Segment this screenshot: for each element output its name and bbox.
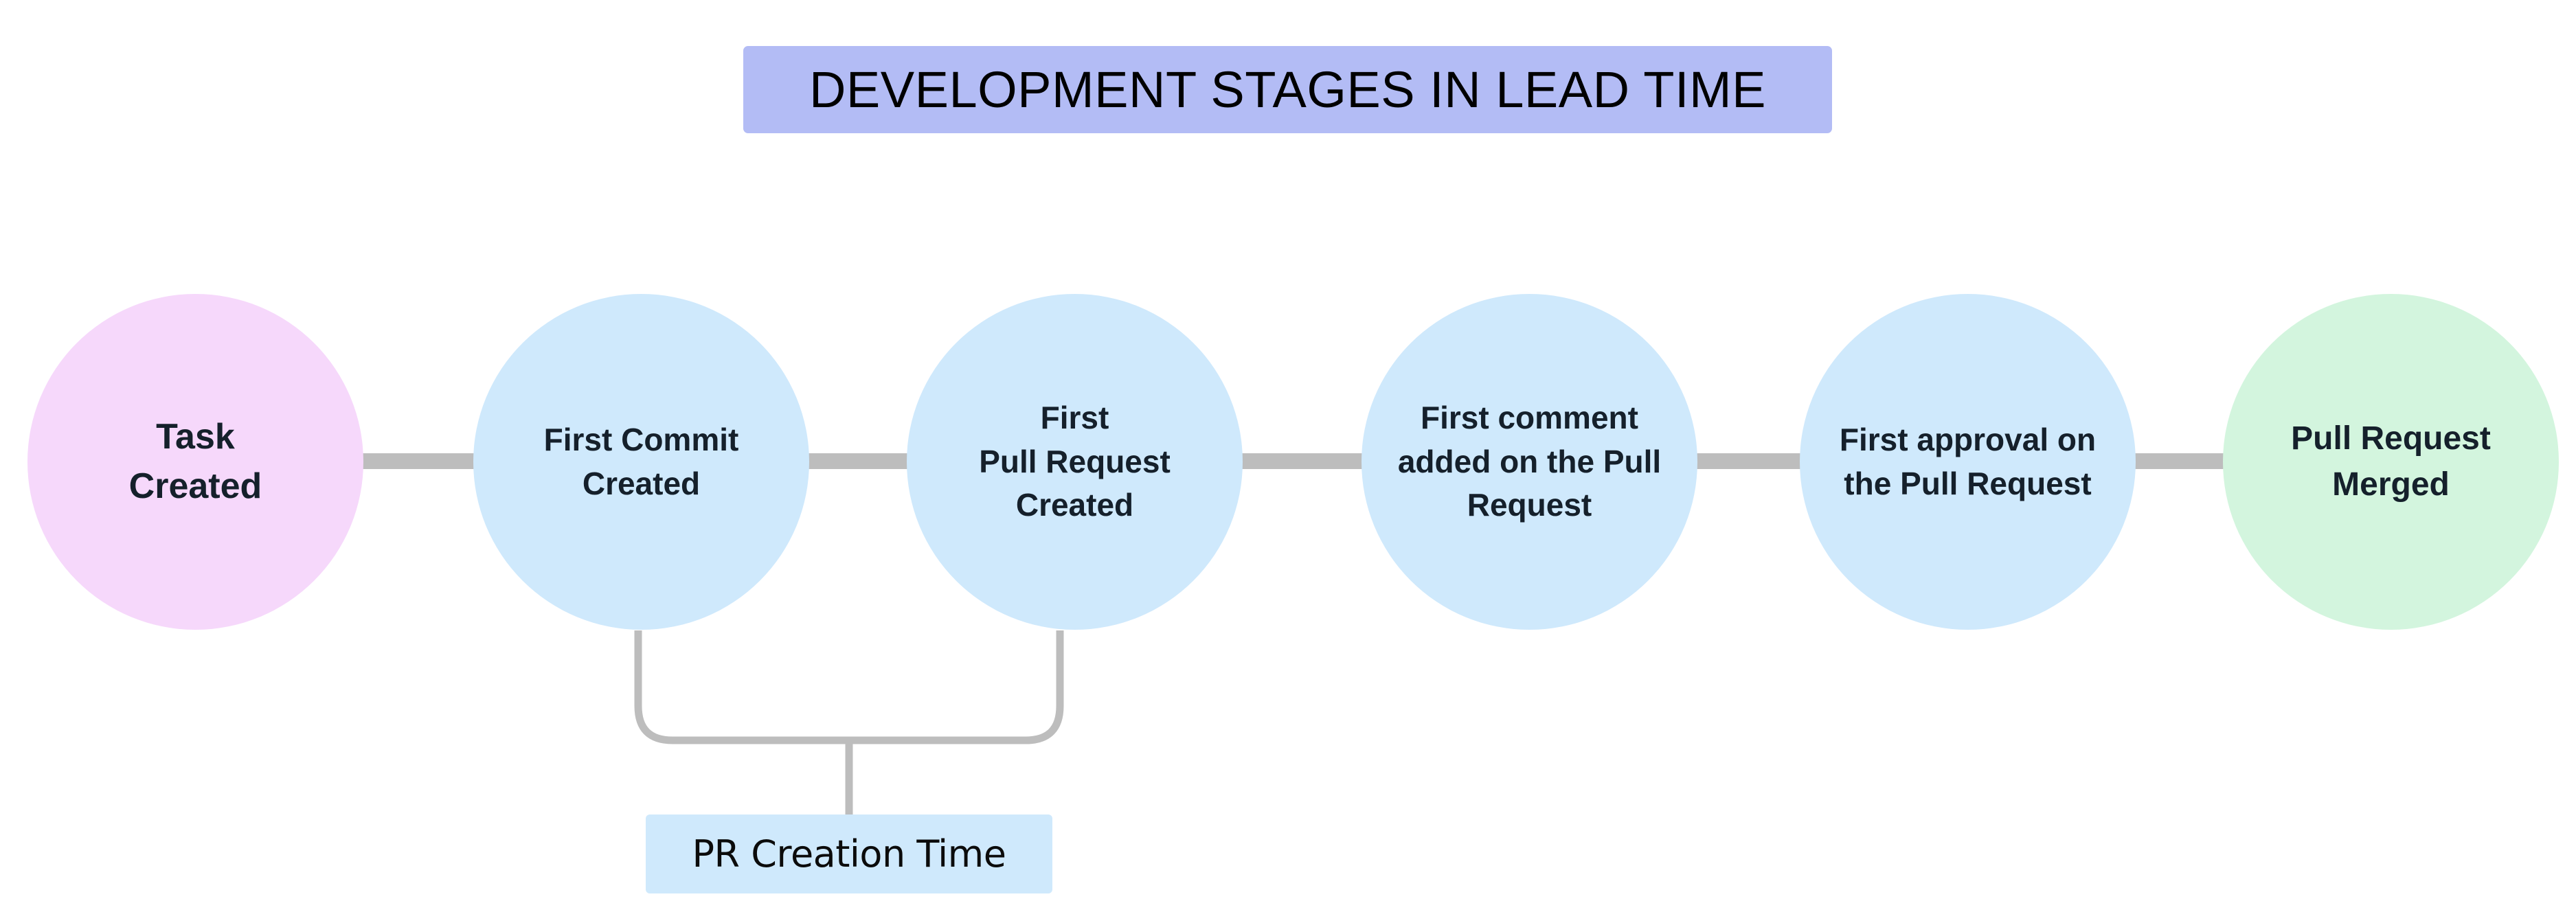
stage-label: First approval on the Pull Request bbox=[1839, 422, 2097, 501]
connector-5-6 bbox=[2133, 453, 2225, 469]
stage-label: First comment added on the Pull Request bbox=[1397, 400, 1662, 523]
pr-creation-time-label: PR Creation Time bbox=[692, 832, 1006, 876]
pr-creation-time-bracket bbox=[634, 630, 1064, 816]
pr-creation-time-label-box[interactable]: PR Creation Time bbox=[646, 814, 1052, 893]
stage-node-first-pull-request-created[interactable]: First Pull Request Created bbox=[907, 294, 1243, 630]
connector-1-2 bbox=[363, 453, 476, 469]
stage-label: Task Created bbox=[128, 416, 262, 506]
connector-2-3 bbox=[805, 453, 908, 469]
connector-3-4 bbox=[1241, 453, 1366, 469]
stage-label: Pull Request Merged bbox=[2291, 420, 2491, 503]
page-title: DEVELOPMENT STAGES IN LEAD TIME bbox=[809, 60, 1767, 118]
stage-node-first-approval-on-pull-request[interactable]: First approval on the Pull Request bbox=[1800, 294, 2136, 630]
connector-4-5 bbox=[1694, 453, 1803, 469]
stage-label: First Pull Request Created bbox=[979, 400, 1171, 523]
stage-node-pull-request-merged[interactable]: Pull Request Merged bbox=[2223, 294, 2559, 630]
stage-node-first-comment-added-on-pull-request[interactable]: First comment added on the Pull Request bbox=[1362, 294, 1697, 630]
stage-node-first-commit-created[interactable]: First Commit Created bbox=[473, 294, 809, 630]
stage-node-task-created[interactable]: Task Created bbox=[27, 294, 363, 630]
stage-label: First Commit Created bbox=[543, 422, 739, 501]
diagram-title-box: DEVELOPMENT STAGES IN LEAD TIME bbox=[743, 46, 1832, 133]
